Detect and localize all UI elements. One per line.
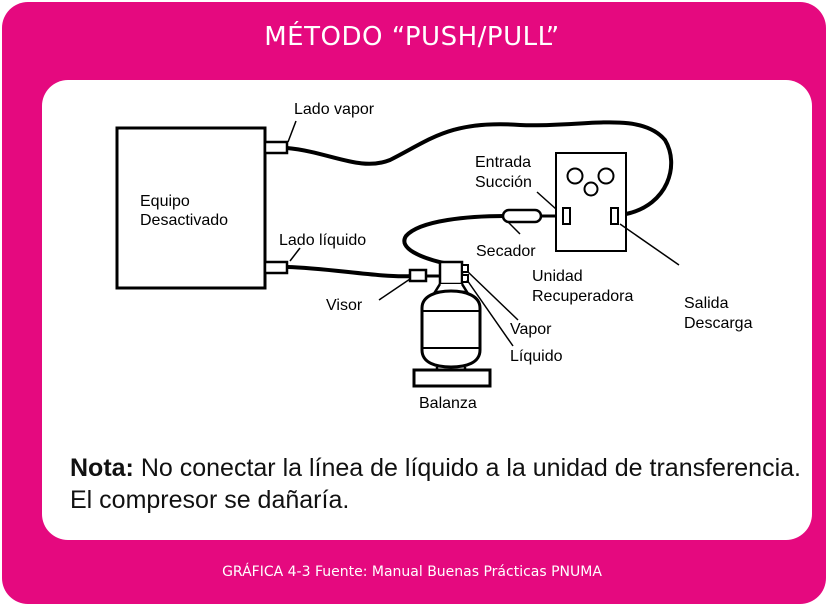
liquid-port [263, 260, 289, 275]
visor-sight-glass [408, 268, 428, 283]
equipo-label-2: Desactivado [140, 212, 228, 229]
label-vapor: Vapor [510, 321, 552, 338]
label-lado-vapor: Lado vapor [294, 101, 375, 118]
note-body: No conectar la línea de líquido a la uni… [70, 454, 801, 514]
gauge-right [597, 167, 615, 185]
label-liquido: Líquido [510, 348, 563, 365]
salida-port [610, 207, 619, 225]
gauge-center [583, 181, 599, 197]
label-salida-1: Salida [684, 295, 729, 312]
gauge-left [566, 167, 584, 185]
secador-drier [501, 208, 543, 224]
unidad-recuperadora-box [555, 152, 627, 252]
label-balanza: Balanza [419, 395, 477, 412]
liquid-hose [286, 265, 413, 279]
label-secador: Secador [476, 243, 536, 260]
label-unidad-1: Unidad [532, 268, 583, 285]
suction-hose [402, 214, 506, 266]
valve-liquid-port [461, 274, 469, 283]
note-text: Nota: No conectar la línea de líquido a … [70, 452, 810, 516]
equipo-label-1: Equipo [140, 193, 190, 210]
cylinder-valve [438, 260, 464, 286]
figure-caption: GRÁFICA 4-3 Fuente: Manual Buenas Prácti… [222, 564, 602, 580]
label-salida-2: Descarga [684, 315, 753, 332]
label-entrada-2: Succión [475, 174, 532, 191]
equipo-desactivado-box [115, 126, 267, 290]
balanza-scale [412, 368, 492, 388]
note-bold: Nota: [70, 454, 134, 482]
recovery-cylinder [420, 289, 482, 369]
label-entrada-1: Entrada [475, 154, 531, 171]
label-visor: Visor [326, 297, 363, 314]
figure-title: MÉTODO “PUSH/PULL” [264, 22, 560, 52]
label-lado-liquido: Lado líquido [279, 232, 366, 249]
label-unidad-2: Recuperadora [532, 288, 634, 305]
vapor-port [263, 140, 289, 155]
entrada-port [562, 207, 571, 225]
vapor-hose [286, 120, 674, 216]
valve-vapor-port [461, 264, 469, 273]
